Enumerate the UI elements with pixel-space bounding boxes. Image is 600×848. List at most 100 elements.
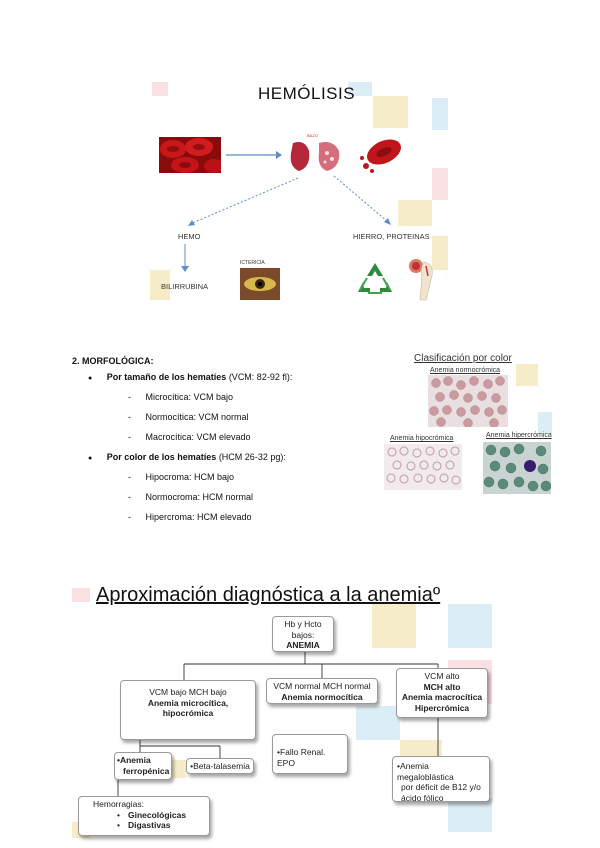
microcitica-node: VCM bajo MCH bajo Anemia microcítica, hi… bbox=[120, 680, 256, 740]
spleen-image: BAZO bbox=[283, 131, 351, 177]
macro-line3: Anemia macrocítica bbox=[401, 692, 483, 703]
list-item-text: Hipercroma: HCM elevado bbox=[145, 512, 252, 522]
root-line2: bajos: bbox=[291, 629, 315, 640]
hemo-label: HEMO bbox=[178, 232, 201, 241]
dotted-arrows bbox=[188, 175, 391, 226]
list-item-text: Microcítica: VCM bajo bbox=[145, 392, 234, 402]
bullet-dot: ● bbox=[88, 375, 93, 382]
deco-square bbox=[432, 98, 448, 130]
list-item-text: Macrocítica: VCM elevado bbox=[145, 432, 251, 442]
hipocromica-label: Anemia hipocrómica bbox=[390, 435, 454, 442]
root-node: Hb y Hcto bajos: ANEMIA bbox=[272, 616, 334, 652]
deco-square bbox=[516, 364, 538, 386]
ictericia-eye-image bbox=[240, 268, 280, 300]
deco-square bbox=[348, 82, 372, 96]
arrow-down bbox=[181, 244, 189, 272]
bullet-label: Por tamaño de los hematíes bbox=[106, 372, 227, 382]
bullet-size: ● Por tamaño de los hematíes (VCM: 82-92… bbox=[88, 372, 292, 382]
deco-square bbox=[448, 798, 492, 832]
list-item-text: Normocroma: HCM normal bbox=[145, 492, 254, 502]
beta-text: •Beta-talasemia bbox=[190, 761, 250, 771]
clasificacion-title: Clasificación por color bbox=[414, 353, 512, 364]
hemorragias-item-text: Digastivas bbox=[127, 820, 171, 831]
micro-line1: VCM bajo MCH bajo bbox=[149, 687, 227, 697]
hipercromica-smear-image bbox=[483, 442, 551, 494]
hierro-label: HIERRO, PROTEINAS bbox=[353, 232, 430, 241]
fallo-text: •Fallo Renal. EPO bbox=[277, 747, 326, 768]
bone-marrow-image bbox=[404, 256, 440, 302]
deco-square bbox=[152, 82, 168, 96]
hemorragias-node: Hemorragias: •Ginecológicas •Digastivas bbox=[78, 796, 210, 836]
dash: - bbox=[128, 432, 131, 442]
dash: - bbox=[128, 512, 131, 522]
megalo-line2: por déficit de B12 y/o bbox=[401, 782, 481, 793]
ferropenica-node: •Anemia ferropénica bbox=[114, 752, 172, 780]
lysed-cell-image bbox=[356, 136, 404, 176]
beta-talasemia-node: •Beta-talasemia bbox=[186, 758, 254, 774]
bullet-detail: (HCM 26-32 pg): bbox=[218, 452, 286, 462]
bullet-label: Por color de los hematíes bbox=[106, 452, 217, 462]
micro-line2: Anemia microcítica, bbox=[147, 697, 229, 708]
root-line1: Hb y Hcto bbox=[284, 619, 322, 629]
ferro-line1: •Anemia bbox=[117, 755, 151, 765]
hemorragias-item: •Ginecológicas bbox=[117, 809, 187, 820]
fallo-renal-node: •Fallo Renal. EPO bbox=[272, 734, 348, 774]
list-item: - Hipocroma: HCM bajo bbox=[128, 472, 234, 482]
spleen-caption: BAZO bbox=[307, 133, 318, 138]
deco-square bbox=[432, 168, 448, 200]
deco-square bbox=[72, 588, 90, 602]
macro-line4: Hipercrómica bbox=[414, 702, 470, 713]
deco-square bbox=[373, 96, 408, 128]
deco-square bbox=[150, 270, 170, 300]
hipercromica-label: Anemia hipercrómica bbox=[486, 432, 552, 439]
list-item: - Normocroma: HCM normal bbox=[128, 492, 253, 502]
deco-square bbox=[448, 604, 492, 648]
arrow-right bbox=[226, 151, 282, 159]
macro-line2: MCH alto bbox=[423, 681, 461, 692]
list-item: - Normocítica: VCM normal bbox=[128, 412, 249, 422]
normo-line1: VCM normal MCH normal bbox=[273, 681, 371, 691]
hemorragias-title: Hemorragias: bbox=[93, 799, 145, 809]
megalo-line3: ácido fólico bbox=[401, 792, 444, 803]
ictericia-label: ICTERICIA bbox=[240, 260, 265, 266]
morfologica-heading: 2. MORFOLÓGICA: bbox=[72, 356, 154, 366]
bullet-color: ● Por color de los hematíes (HCM 26-32 p… bbox=[88, 452, 286, 462]
heading-text: MORFOLÓGICA: bbox=[82, 356, 154, 366]
megalo-line1: •Anemia megaloblástica bbox=[397, 761, 454, 782]
list-item: - Microcítica: VCM bajo bbox=[128, 392, 233, 402]
root-line3: ANEMIA bbox=[286, 640, 320, 651]
deco-square bbox=[432, 236, 448, 270]
deco-square bbox=[168, 760, 186, 778]
hemolisis-title: HEMÓLISIS bbox=[258, 84, 356, 103]
list-item-text: Hipocroma: HCM bajo bbox=[145, 472, 235, 482]
list-item: - Hipercroma: HCM elevado bbox=[128, 512, 252, 522]
recycle-icon bbox=[356, 260, 394, 296]
hemorragias-item-text: Ginecológicas bbox=[127, 809, 187, 820]
hemorragias-item: •Digastivas bbox=[117, 820, 171, 831]
hipocromica-smear-image bbox=[384, 444, 462, 490]
bullet-detail: (VCM: 82-92 fl): bbox=[228, 372, 293, 382]
deco-square bbox=[372, 604, 416, 648]
diagram-title: Aproximación diagnóstica a la anemiaº bbox=[96, 584, 441, 606]
normocromica-label: Anemia normocrómica bbox=[430, 367, 501, 374]
dash: - bbox=[128, 472, 131, 482]
ferro-line2: ferropénica bbox=[123, 765, 170, 776]
macrocitica-node: VCM alto MCH alto Anemia macrocítica Hip… bbox=[396, 668, 488, 718]
macro-line1: VCM alto bbox=[424, 671, 460, 681]
list-item-text: Normocítica: VCM normal bbox=[145, 412, 249, 422]
bilirrubina-label: BILIRRUBINA bbox=[161, 282, 209, 291]
deco-square bbox=[398, 200, 432, 226]
micro-line3: hipocrómica bbox=[162, 708, 214, 719]
dash: - bbox=[128, 412, 131, 422]
bullet-dot: ● bbox=[88, 455, 93, 462]
dash: - bbox=[128, 492, 131, 502]
dash: - bbox=[128, 392, 131, 402]
heading-number: 2. bbox=[72, 356, 80, 366]
megaloblastica-node: •Anemia megaloblástica por déficit de B1… bbox=[392, 756, 490, 803]
red-blood-cells-image bbox=[159, 137, 221, 173]
deco-square bbox=[356, 706, 400, 740]
normo-line2: Anemia normocítica bbox=[281, 691, 363, 702]
normocitica-node: VCM normal MCH normal Anemia normocítica bbox=[266, 678, 378, 704]
deco-square bbox=[538, 412, 552, 434]
